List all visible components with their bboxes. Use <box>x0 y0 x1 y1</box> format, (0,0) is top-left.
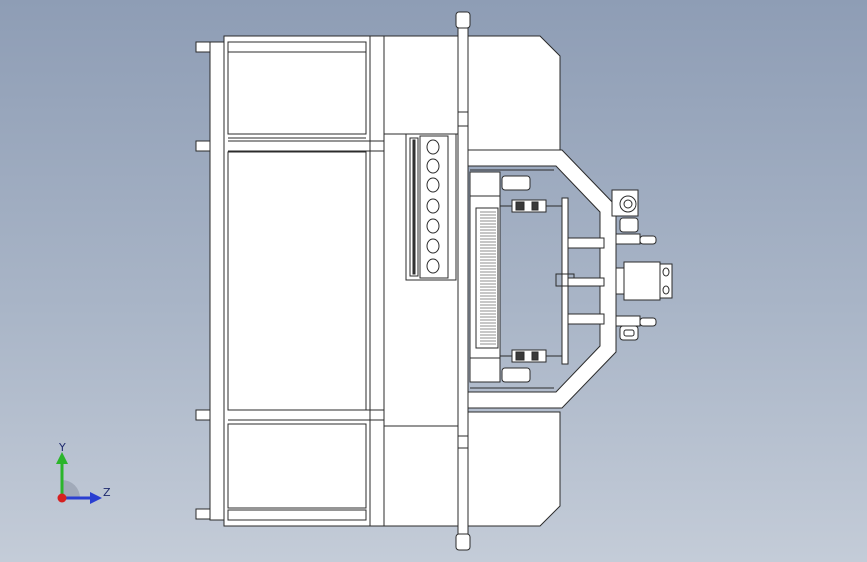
z-axis-arrow <box>90 492 102 504</box>
upper-panel <box>227 51 367 135</box>
coordinate-triad-icon <box>56 452 102 504</box>
guide-rods <box>567 233 657 327</box>
z-axis-label: Z <box>103 486 111 499</box>
origin-marker <box>57 493 67 503</box>
sensor-unit <box>611 189 639 341</box>
lower-panel <box>227 423 367 509</box>
clamp-cylinders <box>500 197 600 365</box>
nozzle-holes <box>426 139 440 274</box>
y-axis-arrow <box>56 452 68 464</box>
right-housing <box>467 35 561 527</box>
frame-bottom-strip <box>227 509 367 521</box>
middle-panel <box>227 151 367 411</box>
y-axis-label: Y <box>59 441 66 454</box>
comb-assembly <box>469 171 531 383</box>
main-plate <box>455 11 471 551</box>
pneumatic-cylinder <box>615 261 673 301</box>
central-housing <box>383 35 459 527</box>
left-frame <box>195 35 385 527</box>
frame-side-rail <box>209 41 225 521</box>
comb-teeth <box>480 211 496 345</box>
